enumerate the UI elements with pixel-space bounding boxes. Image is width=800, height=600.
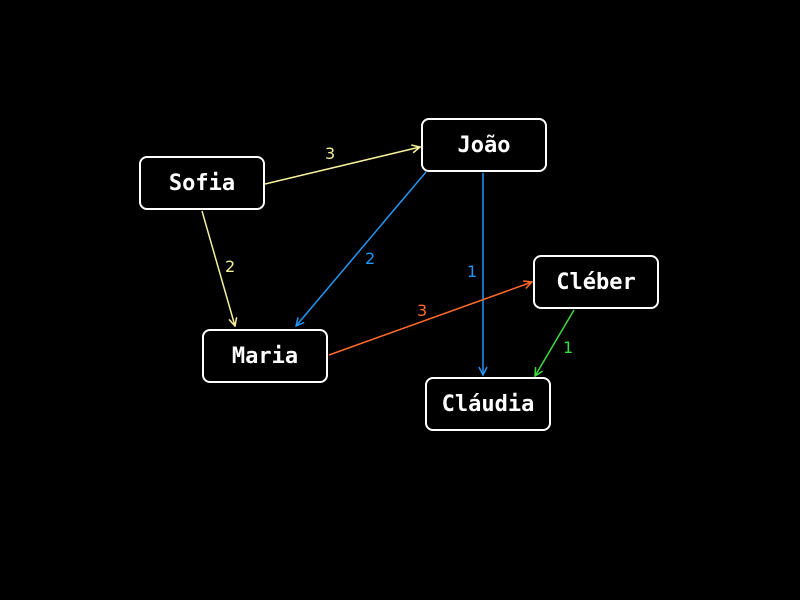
edge-weight-maria-cleber: 3 — [417, 301, 427, 320]
node-label-maria: Maria — [231, 343, 299, 369]
node-claudia[interactable]: Cláudia — [425, 377, 551, 431]
edge-weight-joao-maria: 2 — [365, 249, 375, 268]
edge-weight-joao-claudia: 1 — [467, 262, 477, 281]
edge-cleber-claudia — [535, 309, 575, 376]
edge-sofia-joao — [264, 147, 420, 185]
edge-sofia-maria — [201, 210, 235, 326]
node-label-joao: João — [457, 132, 511, 158]
node-sofia[interactable]: Sofia — [139, 156, 265, 210]
edge-weight-sofia-joao: 3 — [325, 144, 335, 163]
node-label-sofia: Sofia — [168, 170, 236, 196]
edge-weight-cleber-claudia: 1 — [563, 338, 573, 357]
node-label-cleber: Cléber — [556, 269, 636, 295]
node-label-claudia: Cláudia — [441, 391, 535, 417]
edge-maria-cleber — [328, 282, 532, 356]
node-cleber[interactable]: Cléber — [533, 255, 659, 309]
node-joao[interactable]: João — [421, 118, 547, 172]
edge-weight-sofia-maria: 2 — [225, 257, 235, 276]
edge-joao-maria — [296, 171, 427, 326]
node-maria[interactable]: Maria — [202, 329, 328, 383]
